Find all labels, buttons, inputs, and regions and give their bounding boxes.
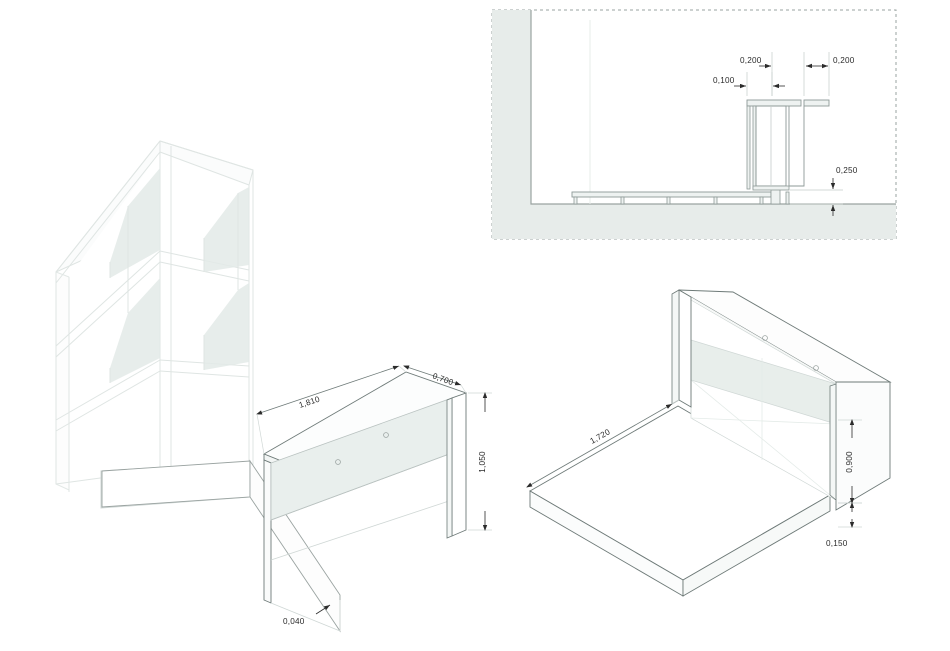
bed-dim-1720-label: 1,720	[589, 427, 612, 446]
elevation-bench	[571, 186, 790, 205]
desk-dim-1050-label: 1,050	[478, 451, 487, 473]
desk-dim-0040: 0,040	[283, 600, 341, 631]
desk-fixing-screw-2	[383, 432, 389, 438]
bed-fixing-screw-1	[762, 335, 768, 341]
desk-inner-floor-line	[270, 499, 453, 561]
desk-dim-1810-label: 1,810	[298, 394, 321, 409]
bed-dim-0150-label: 0,150	[826, 539, 848, 548]
elevation-dim-0250: 0,250	[790, 166, 858, 216]
bed-fixing-screw-2	[813, 365, 819, 371]
desk-base-line	[270, 602, 341, 632]
view-bed-isometric: 1,720 0,900 0,150	[526, 289, 892, 597]
desk-fixing-screw-1	[335, 459, 341, 465]
desk-dim-1050: 1,050	[468, 392, 492, 531]
elevation-dim-0250-label: 0,250	[836, 166, 858, 175]
bed-dim-0900-label: 0,900	[845, 451, 854, 473]
desk-left-panel	[263, 459, 272, 604]
bed-cabinet	[671, 289, 892, 511]
shelving-cubby-backs	[109, 193, 239, 383]
desk-dim-0040-label: 0,040	[283, 617, 305, 626]
view-section-elevation: 0,100 0,200 0,200 0,	[491, 9, 897, 240]
elevation-dim-0100-label: 0,100	[713, 76, 735, 85]
view-shelving-unit	[55, 140, 254, 509]
desk-inner-back-line	[270, 452, 453, 521]
elevation-dim-0100: 0,100	[713, 72, 785, 96]
bed-dim-0900: 0,900	[838, 419, 862, 504]
elevation-dim-0200-right-label: 0,200	[833, 56, 855, 65]
bed-cabinet-left-panel	[678, 289, 692, 408]
elevation-upper-cabinet	[746, 99, 830, 191]
view-desk-isometric: 1,810 0,700 1,050 0,040	[101, 365, 492, 633]
elevation-dim-0200-left: 0,200	[740, 52, 818, 96]
bed-cabinet-right-stile	[829, 383, 837, 501]
desk-right-panel	[446, 392, 467, 539]
elevation-dim-0200-left-label: 0,200	[740, 56, 762, 65]
elevation-wall-floor-fill	[492, 10, 896, 239]
elevation-dim-0200-right: 0,200	[818, 52, 855, 96]
bed-dim-0150: 0,150	[826, 502, 862, 548]
bed-cabinet-bracing	[690, 358, 837, 501]
shelving-left-side-panel	[55, 271, 70, 491]
